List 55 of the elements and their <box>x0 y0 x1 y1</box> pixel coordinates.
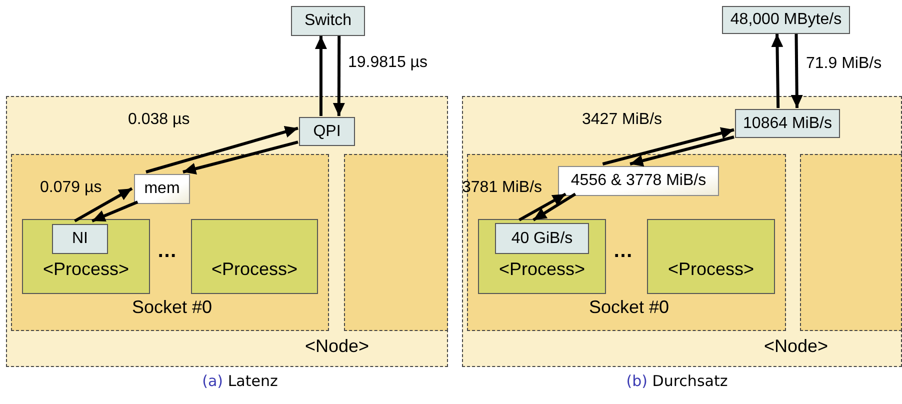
ellipsis-label: … <box>613 241 633 261</box>
node-label: mem <box>144 181 180 197</box>
arrow <box>314 36 327 116</box>
arrow <box>74 187 133 222</box>
socket-region <box>344 154 448 331</box>
memory-box <box>558 166 719 196</box>
process-box <box>191 219 318 294</box>
component-box <box>735 109 840 138</box>
node-label: <Process> <box>666 260 756 278</box>
component-box <box>495 223 589 254</box>
memory-box <box>134 174 190 204</box>
arrow <box>146 126 298 174</box>
component-box <box>52 224 108 254</box>
node-label: <Process> <box>498 260 586 278</box>
arrow <box>518 192 566 222</box>
edge-label: 0.079 µs <box>40 180 102 196</box>
arrow <box>602 127 734 166</box>
figure-caption: (a) Latenz <box>202 374 278 389</box>
node-label: <Node> <box>764 337 828 355</box>
edge-label: 19.9815 µs <box>348 55 428 71</box>
node-label: 10864 MiB/s <box>743 116 832 132</box>
arrow <box>332 36 345 116</box>
arrow <box>771 34 784 108</box>
arrow <box>182 140 298 175</box>
component-box <box>291 6 365 36</box>
node-label: 40 GiB/s <box>511 230 573 246</box>
process-box <box>478 219 606 294</box>
edge-label: 0.038 µs <box>128 112 190 128</box>
process-box <box>647 219 775 294</box>
process-box <box>22 219 150 294</box>
node-label: QPI <box>313 124 341 140</box>
edge-label: 71.9 MiB/s <box>806 56 882 72</box>
component-box <box>722 6 850 34</box>
socket-region <box>800 154 902 331</box>
ellipsis-label: … <box>157 241 177 261</box>
node-label: <Process> <box>210 260 299 278</box>
node-label: <Node> <box>304 337 370 355</box>
node-region <box>462 96 902 367</box>
arrow <box>532 192 576 222</box>
arrow <box>790 34 803 108</box>
node-label: Socket #0 <box>132 298 212 316</box>
arrow <box>630 136 734 167</box>
node-label: 4556 & 3778 MiB/s <box>570 173 706 189</box>
socket-region <box>11 154 329 331</box>
figure-caption: (b) Durchsatz <box>626 374 728 389</box>
node-label: <Process> <box>42 260 130 278</box>
edge-label: 3427 MiB/s <box>582 112 662 128</box>
node-label: Switch <box>304 13 352 29</box>
component-box <box>299 117 355 146</box>
edge-label: 3781 MiB/s <box>462 180 542 196</box>
arrow <box>92 200 138 222</box>
node-region <box>6 96 448 367</box>
node-label: NI <box>72 231 88 247</box>
node-label: Socket #0 <box>588 298 670 316</box>
node-label: 48,000 MByte/s <box>730 12 842 28</box>
